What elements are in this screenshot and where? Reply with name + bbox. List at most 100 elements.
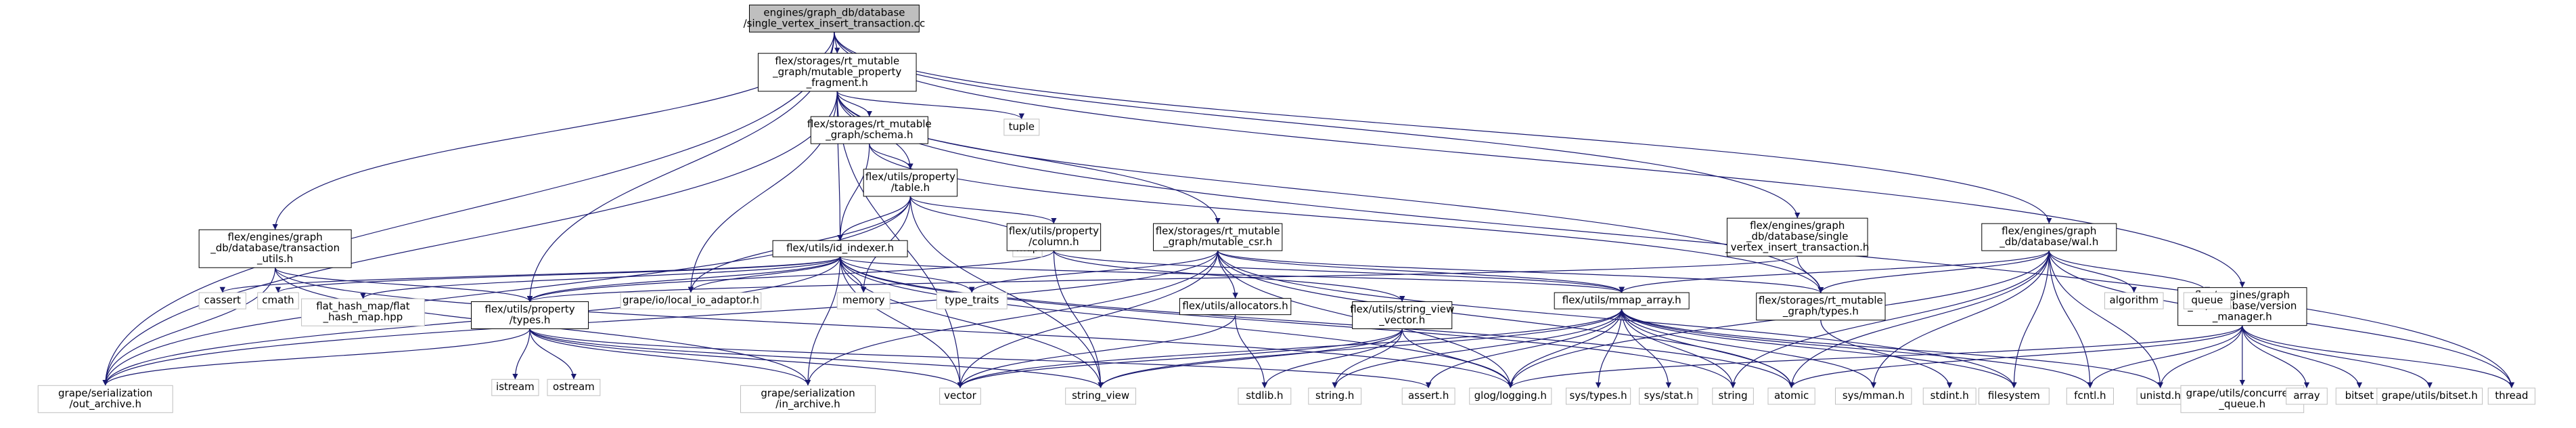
graph-node-label: _hash_map.hpp xyxy=(323,311,403,324)
graph-node-svit[interactable]: flex/engines/graph_db/database/single_ve… xyxy=(1725,217,1869,257)
graph-node-box xyxy=(1834,387,1912,405)
graph-node-alloc[interactable]: flex/utils/allocators.h xyxy=(1179,298,1292,316)
graph-edge-mmap-to-string xyxy=(1621,309,1736,389)
graph-node-label: _manager.h xyxy=(2212,311,2272,324)
graph-node-label: type_traits xyxy=(945,294,999,307)
graph-node-box xyxy=(2376,387,2483,405)
graph-node-idx[interactable]: flex/utils/id_indexer.h xyxy=(772,240,908,257)
graph-node-mmap[interactable]: flex/utils/mmap_array.h xyxy=(1554,292,1690,309)
graph-node-label: _graph/mutable_property xyxy=(772,66,901,79)
graph-edge-idx-to-atomic xyxy=(840,257,1794,389)
graph-edge-wal-to-sysmman xyxy=(1870,251,2050,389)
graph-node-label: _graph/mutable_csr.h xyxy=(1162,236,1272,249)
graph-node-rttypes[interactable]: flex/storages/rt_mutable_graph/types.h xyxy=(1756,293,1886,321)
graph-node-label: string.h xyxy=(1315,389,1354,402)
graph-node-box xyxy=(1639,387,1698,405)
graph-node-label: string_view xyxy=(1072,389,1129,402)
graph-edge-mmap-to-fcntl xyxy=(1621,309,2093,389)
graph-node-label: filesystem xyxy=(1988,389,2040,402)
graph-node-unistd: unistd.h xyxy=(2136,387,2184,405)
graph-node-box xyxy=(1922,387,1976,405)
graph-edge-idx-to-fhm xyxy=(360,256,841,299)
graph-edge-wal-to-filesystem xyxy=(2011,251,2050,389)
graph-node-stringh: string.h xyxy=(1308,387,1362,405)
graph-node-mcsr[interactable]: flex/storages/rt_mutable_graph/mutable_c… xyxy=(1152,223,1283,251)
graph-edge-ptypes-to-ostream xyxy=(529,328,577,380)
graph-edge-mcsr-to-mmap xyxy=(1217,250,1625,293)
graph-edge-ptypes-to-outarc xyxy=(102,328,530,386)
graph-node-box xyxy=(810,116,928,144)
graph-node-mpf[interactable]: flex/storages/rt_mutable_graph/mutable_p… xyxy=(757,53,917,92)
graph-edge-mmap-to-string_view xyxy=(1098,309,1623,389)
graph-node-label: grape/io/local_io_adaptor.h xyxy=(623,294,759,307)
graph-edge-mcsr-to-alloc xyxy=(1217,251,1238,299)
graph-node-wal[interactable]: flex/engines/graph_db/database/wal.h xyxy=(1981,223,2117,251)
graph-node-fhm: flat_hash_map/flat_hash_map.hpp xyxy=(301,298,425,326)
graph-node-string_view: string_view xyxy=(1065,387,1137,405)
graph-node-inarc: grape/serialization/in_archive.h xyxy=(740,385,876,413)
graph-node-vector: vector xyxy=(939,387,981,405)
graph-node-box xyxy=(772,240,908,257)
graph-node-tuple: tuple xyxy=(1003,119,1040,136)
graph-node-sysstat: sys/stat.h xyxy=(1639,387,1698,405)
graph-node-label: flat_hash_map/flat xyxy=(316,300,410,313)
graph-edge-ptypes-to-inarc xyxy=(529,328,811,386)
graph-node-table[interactable]: flex/utils/property/table.h xyxy=(863,169,958,197)
graph-edge-table-to-string_view xyxy=(909,196,1104,389)
graph-node-array: array xyxy=(2286,387,2328,405)
graph-node-box xyxy=(1767,387,1815,405)
graph-edge-svv-to-string_view xyxy=(1098,328,1403,389)
graph-node-label: /types.h xyxy=(510,314,551,326)
graph-node-label: grape/utils/concurrent xyxy=(2186,387,2299,399)
graph-node-string: string xyxy=(1712,387,1754,405)
graph-edge-mcsr-to-vector xyxy=(957,251,1219,389)
graph-node-box xyxy=(198,229,352,268)
graph-node-label: istream xyxy=(496,381,535,393)
graph-edge-vm-to-atomic xyxy=(1788,325,2243,389)
graph-edge-wal-to-queue xyxy=(2048,251,2211,293)
graph-node-box xyxy=(620,292,762,309)
graph-edge-ptypes-to-istream xyxy=(512,328,530,380)
graph-edge-idx-to-vector xyxy=(840,257,964,389)
graph-node-label: glog/logging.h xyxy=(1474,389,1547,402)
graph-node-cqueue: grape/utils/concurrent_queue.h xyxy=(2180,385,2305,413)
graph-node-label: engines/graph_db/database xyxy=(763,6,905,19)
graph-node-label: queue xyxy=(2191,294,2223,306)
graph-node-label: flex/utils/property xyxy=(865,171,955,183)
graph-node-label: flex/engines/graph xyxy=(1750,219,1845,232)
graph-node-label: /out_archive.h xyxy=(70,398,141,410)
graph-node-memory: memory xyxy=(836,292,890,309)
graph-edge-mmap-to-unistd xyxy=(1621,309,2163,389)
graph-node-label: assert.h xyxy=(1408,389,1449,402)
graph-node-box xyxy=(471,301,589,329)
graph-node-column[interactable]: flex/utils/property/column.h xyxy=(1006,223,1102,251)
graph-node-box xyxy=(740,385,876,413)
graph-node-schema[interactable]: flex/storages/rt_mutable_graph/schema.h xyxy=(807,116,932,144)
graph-node-label: _fragment.h xyxy=(806,77,868,89)
graph-node-label: _db/database/single xyxy=(1746,230,1849,243)
graph-edge-mpf-to-outarc xyxy=(102,91,838,386)
graph-edge-mmap-to-glog xyxy=(1508,309,1623,389)
graph-edge-mcsr-to-type_traits xyxy=(969,250,1219,293)
graph-node-root[interactable]: engines/graph_db/database/single_vertex_… xyxy=(744,4,926,33)
graph-edge-mpf-to-schema xyxy=(836,91,873,117)
graph-edge-alloc-to-vector xyxy=(957,314,1236,389)
graph-edge-vm-to-thread xyxy=(2242,325,2514,389)
graph-node-label: sys/mman.h xyxy=(1843,389,1905,402)
graph-edge-mmap-to-filesystem xyxy=(1621,309,2017,389)
graph-node-box xyxy=(1978,387,2050,405)
graph-edge-mmap-to-systypes xyxy=(1595,309,1623,389)
graph-node-label: sys/stat.h xyxy=(1644,389,1694,402)
graph-edge-txutils-to-ptypes xyxy=(275,267,533,302)
graph-node-box xyxy=(1065,387,1137,405)
graph-node-ptypes[interactable]: flex/utils/property/types.h xyxy=(471,301,589,329)
graph-node-label: memory xyxy=(842,294,885,306)
graph-node-box xyxy=(2286,387,2328,405)
graph-edge-schema-to-rttypes xyxy=(869,144,1824,293)
graph-node-label: tuple xyxy=(1009,121,1035,133)
graph-node-svv[interactable]: flex/utils/string_view_vector.h xyxy=(1350,301,1454,329)
graph-node-atomic: atomic xyxy=(1767,387,1815,405)
graph-node-box xyxy=(1238,387,1292,405)
graph-node-txutils[interactable]: flex/engines/graph_db/database/transacti… xyxy=(198,229,352,268)
graph-edge-mmap-to-asserth xyxy=(1425,309,1623,389)
